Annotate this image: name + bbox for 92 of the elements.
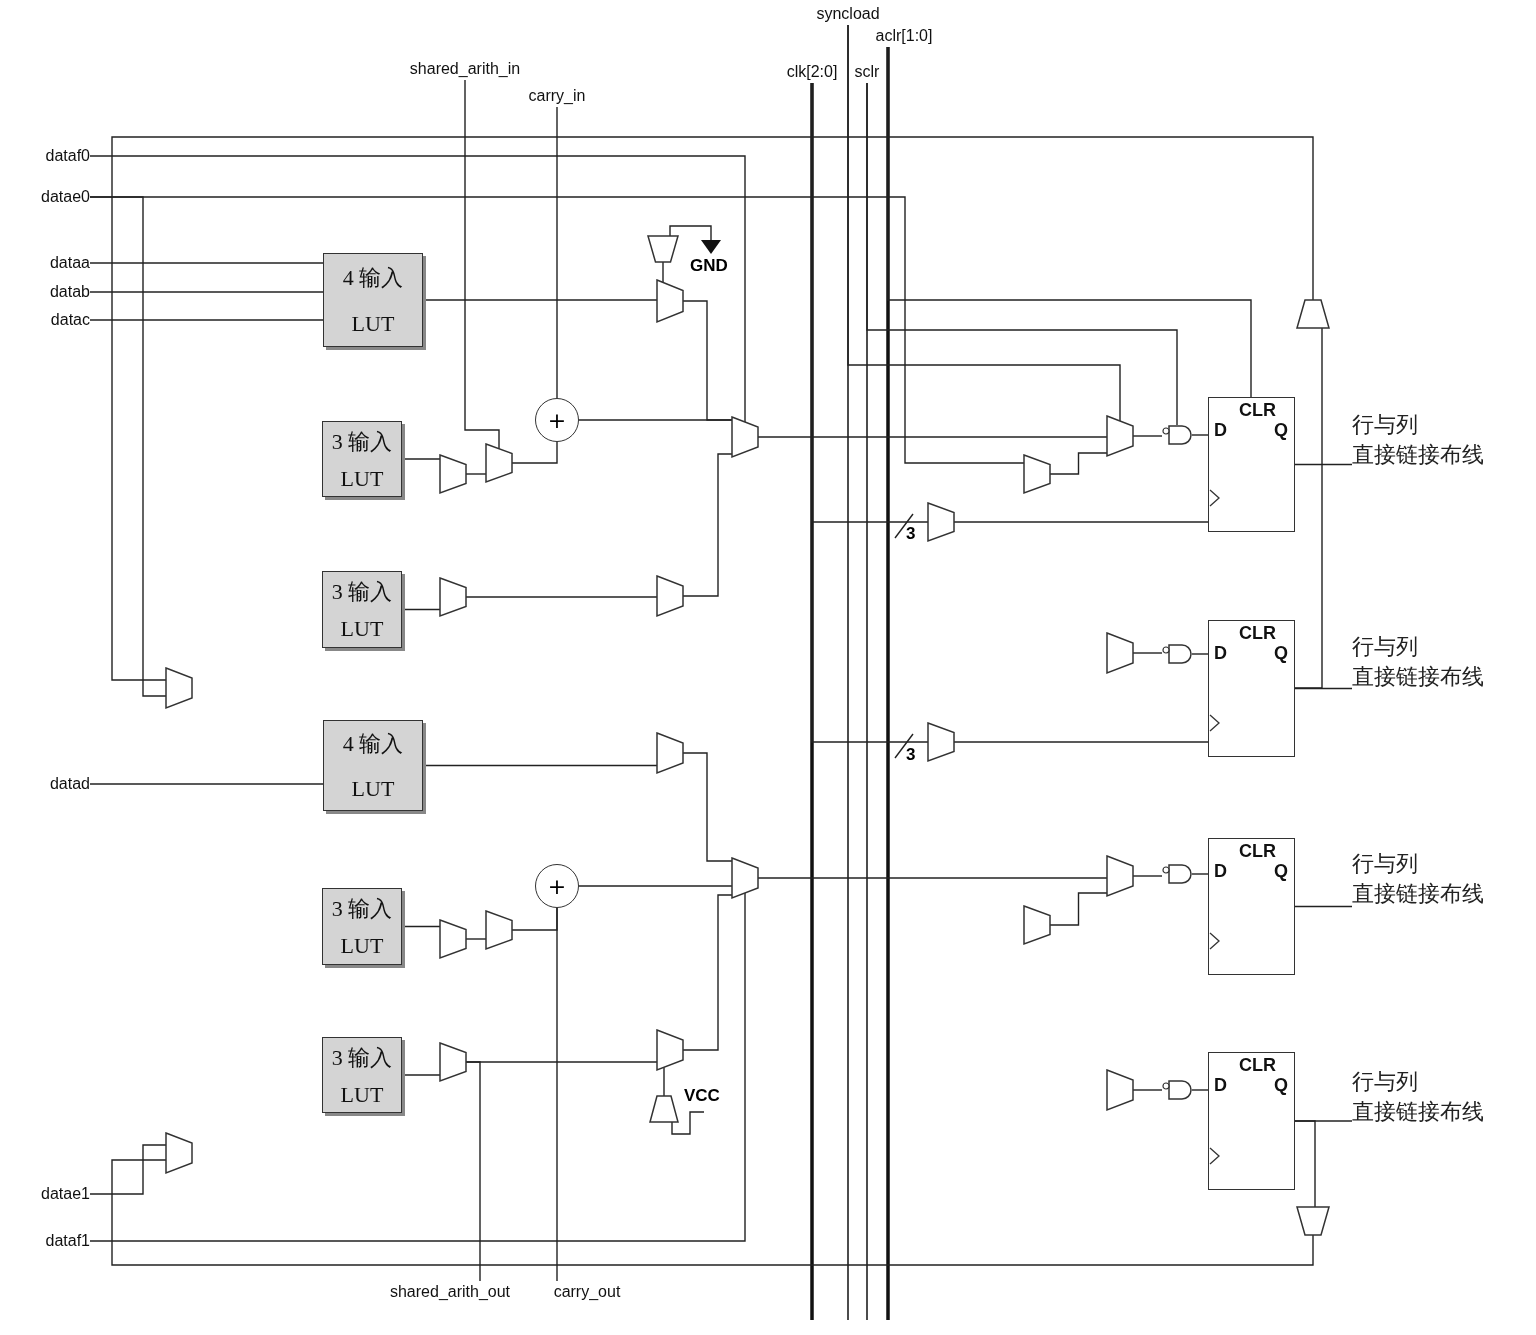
pin-label: D <box>1214 420 1227 441</box>
flip-flop-box <box>1208 397 1295 532</box>
lut-label: 4 输入 <box>342 264 404 292</box>
signal-label: datab <box>36 281 90 303</box>
output-label: 直接链接布线 <box>1352 663 1485 691</box>
signal-label: datac <box>36 309 90 331</box>
wire <box>1294 905 1353 908</box>
pin-label: CLR <box>1239 841 1276 862</box>
lut-label: 3 输入 <box>331 577 393 606</box>
lut-label: 3 输入 <box>331 1043 393 1072</box>
adder-symbol: + <box>535 864 579 908</box>
signal-label: datad <box>36 773 90 795</box>
pin-label: CLR <box>1239 623 1276 644</box>
signal-label: aclr[1:0] <box>868 25 940 47</box>
lut-label: 4 输入 <box>342 730 404 759</box>
lut-label: 3 输入 <box>331 894 393 923</box>
wire <box>111 1159 1314 1266</box>
lut-label: LUT <box>351 311 395 337</box>
lut-label: LUT <box>340 465 384 492</box>
adder-symbol: + <box>535 398 579 442</box>
pin-label: Q <box>1274 420 1288 441</box>
lut-label: LUT <box>340 933 384 960</box>
annotation-label: 3 <box>906 524 916 544</box>
wire <box>89 783 324 785</box>
pin-label: Q <box>1274 643 1288 664</box>
lut-label: LUT <box>340 616 384 643</box>
lut-label: LUT <box>351 775 395 802</box>
pin-label: CLR <box>1239 400 1276 421</box>
output-label: 直接链接布线 <box>1352 441 1485 469</box>
flip-flop-box <box>1208 620 1295 757</box>
lut-box <box>322 888 402 965</box>
wire <box>89 291 324 293</box>
wire <box>1294 463 1353 466</box>
lut-box <box>322 1037 402 1113</box>
output-label: 行与列 <box>1352 1068 1419 1096</box>
wire <box>1294 1120 1316 1208</box>
lut-box <box>323 253 423 347</box>
wire <box>89 262 324 264</box>
lut-box <box>323 720 423 811</box>
signal-label: datae0 <box>26 186 90 208</box>
signal-label: dataf0 <box>30 145 90 167</box>
lut-box <box>322 421 402 497</box>
signal-label: clk[2:0] <box>780 61 844 83</box>
wire <box>1191 1089 1209 1091</box>
signal-label: syncload <box>810 3 886 25</box>
wire <box>1294 327 1323 689</box>
output-label: 行与列 <box>1352 850 1419 878</box>
pin-label: D <box>1214 861 1227 882</box>
annotation-label: 3 <box>906 745 916 765</box>
pin-label: D <box>1214 643 1227 664</box>
annotation-label: VCC <box>684 1086 720 1106</box>
wire <box>866 82 1178 426</box>
wire <box>556 907 558 1282</box>
signal-label: dataf1 <box>30 1230 90 1252</box>
lut-label: LUT <box>340 1081 384 1108</box>
output-label: 直接链接布线 <box>1352 880 1485 908</box>
pin-label: Q <box>1274 861 1288 882</box>
wire <box>887 46 1252 398</box>
pin-label: CLR <box>1239 1055 1276 1076</box>
signal-label: shared_arith_out <box>372 1281 528 1303</box>
wire <box>111 136 1314 681</box>
lut-box <box>322 571 402 648</box>
wire <box>89 319 324 321</box>
signal-label: datae1 <box>26 1183 90 1205</box>
wire <box>89 155 746 423</box>
wire <box>1191 873 1209 875</box>
output-label: 直接链接布线 <box>1352 1098 1485 1126</box>
signal-label: shared_arith_in <box>395 58 535 80</box>
wire <box>89 196 167 697</box>
signal-label: carry_out <box>542 1281 632 1303</box>
wire <box>663 1066 665 1097</box>
signal-label: carry_in <box>521 85 593 107</box>
wire <box>556 106 558 399</box>
signal-label: dataa <box>36 252 90 274</box>
wire <box>464 79 500 450</box>
wire <box>662 261 664 284</box>
signal-label: sclr <box>851 61 883 83</box>
flip-flop-box <box>1208 838 1295 975</box>
flip-flop-box <box>1208 1052 1295 1190</box>
pin-label: Q <box>1274 1075 1288 1096</box>
wire <box>578 885 733 887</box>
wire <box>847 24 1121 422</box>
output-label: 行与列 <box>1352 411 1419 439</box>
wire <box>89 1144 167 1195</box>
wire <box>1191 653 1209 655</box>
wire <box>89 892 746 1242</box>
wire <box>811 82 929 743</box>
output-label: 行与列 <box>1352 633 1419 661</box>
pin-label: D <box>1214 1075 1227 1096</box>
wire <box>1191 434 1209 436</box>
lut-label: 3 输入 <box>331 427 393 456</box>
annotation-label: GND <box>690 256 728 276</box>
